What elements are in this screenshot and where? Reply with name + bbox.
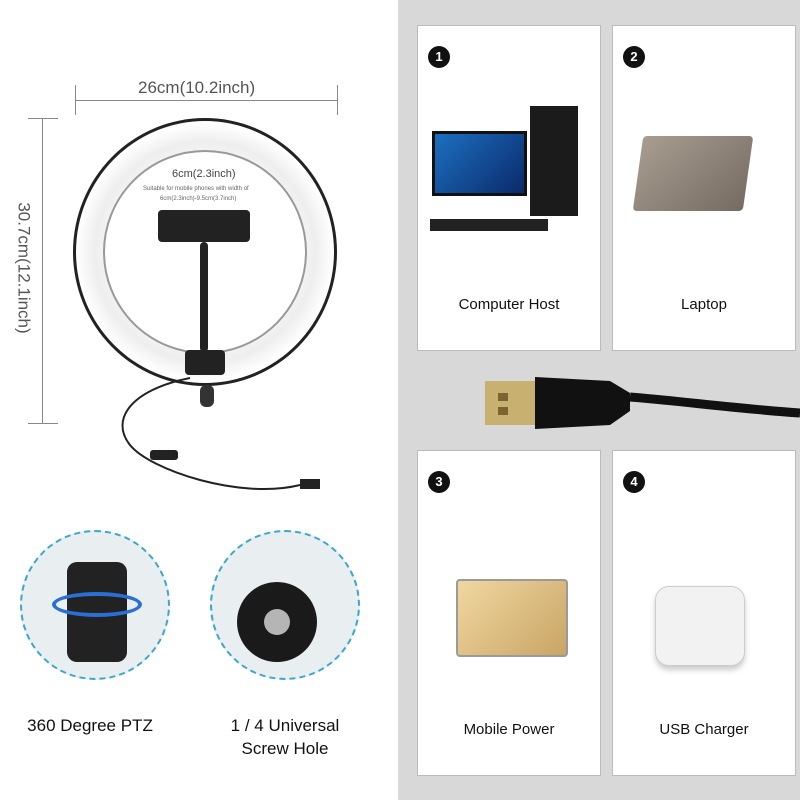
ptz-label: 360 Degree PTZ (27, 716, 153, 735)
monitor-image (432, 131, 527, 196)
tower-image (530, 106, 578, 216)
panel-label: Mobile Power (463, 721, 555, 738)
phone-clamp (158, 210, 250, 242)
screw-hole-label-line1: 1 / 4 Universal (230, 716, 340, 735)
ball-head (200, 385, 214, 407)
width-dimension-line (75, 100, 337, 101)
panel-usb-charger: 4 USB Charger (612, 450, 796, 776)
number-badge: 4 (623, 471, 645, 493)
height-tick-top (28, 118, 58, 119)
screw-hole-image (210, 530, 360, 680)
width-tick-left (75, 85, 76, 115)
height-dimension-line (42, 118, 43, 423)
clamp-note-line2: 6cm(2.3inch)-9.5cm(3.7inch) (160, 196, 237, 202)
panel-mobile-power: 3 Mobile Power (417, 450, 601, 776)
height-tick-bottom (28, 423, 58, 424)
width-tick-right (337, 85, 338, 115)
clamp-note-line1: Suitable for mobile phones with width of (143, 186, 249, 192)
ptz-image (20, 530, 170, 680)
keyboard-image (430, 219, 548, 231)
panel-label: Computer Host (458, 296, 560, 313)
panel-computer-host: 1 Computer Host (417, 25, 601, 351)
clamp-width-label: 6cm(2.3inch) (172, 168, 236, 180)
width-label: 26cm(10.2inch) (135, 78, 259, 98)
screw-hole-label-line2: Screw Hole (241, 739, 329, 758)
number-badge: 2 (623, 46, 645, 68)
panel-label: USB Charger (659, 721, 749, 738)
gooseneck (200, 242, 208, 352)
ring-base (185, 350, 225, 375)
usb-cable (485, 377, 800, 429)
power-cable (121, 377, 320, 490)
charger-image (655, 586, 745, 666)
panel-laptop: 2 Laptop (612, 25, 796, 351)
panel-label: Laptop (681, 296, 727, 313)
number-badge: 1 (428, 46, 450, 68)
number-badge: 3 (428, 471, 450, 493)
power-bank-image (456, 579, 568, 657)
laptop-image (632, 136, 754, 211)
